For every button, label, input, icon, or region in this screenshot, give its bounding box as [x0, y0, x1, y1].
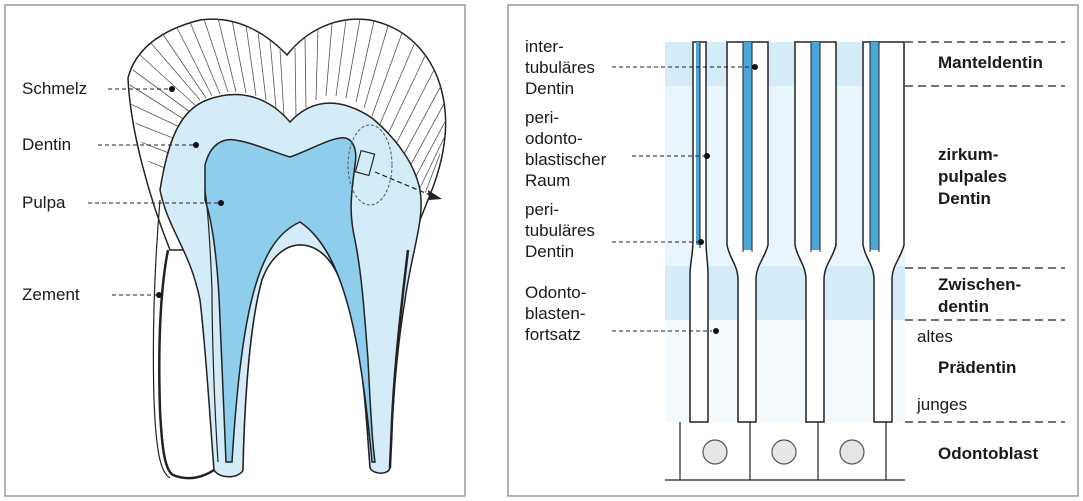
label-fortsatz-3: fortsatz [525, 325, 581, 344]
label-peritubulaer-3: Dentin [525, 242, 574, 261]
label-zirkumpulpal-1: zirkum- [938, 145, 998, 164]
label-zirkumpulpal-2: pulpales [938, 167, 1007, 186]
label-praedentin: Prädentin [938, 358, 1016, 377]
tubule-1 [690, 42, 708, 422]
dot-fortsatz [713, 328, 719, 334]
label-periodonto-2: odonto- [525, 129, 583, 148]
label-zwischendentin-2: dentin [938, 297, 989, 316]
label-zement: Zement [22, 285, 80, 304]
dot-zement [156, 292, 162, 298]
label-peritubulaer-2: tubuläres [525, 221, 595, 240]
odontoblast-nucleus-3 [840, 440, 864, 464]
odontoblast-nucleus-2 [772, 440, 796, 464]
label-junges: junges [916, 395, 967, 414]
dot-pulpa [218, 200, 224, 206]
label-altes: altes [917, 327, 953, 346]
label-fortsatz-2: blasten- [525, 304, 585, 323]
odontoblast-nucleus-1 [703, 440, 727, 464]
dot-intertubulaer [752, 64, 758, 70]
label-periodonto-3: blastischer [525, 150, 607, 169]
dot-peritubulaer [698, 239, 704, 245]
label-schmelz: Schmelz [22, 79, 87, 98]
label-intertubulaer-2: tubuläres [525, 58, 595, 77]
label-dentin: Dentin [22, 135, 71, 154]
label-peritubulaer-1: peri- [525, 200, 559, 219]
label-fortsatz-1: Odonto- [525, 283, 586, 302]
label-manteldentin: Manteldentin [938, 53, 1043, 72]
label-zwischendentin-1: Zwischen- [938, 275, 1021, 294]
label-intertubulaer-1: inter- [525, 37, 564, 56]
label-periodonto-4: Raum [525, 171, 570, 190]
dot-schmelz [169, 86, 175, 92]
dot-dentin [193, 142, 199, 148]
label-periodonto-1: peri- [525, 108, 559, 127]
label-pulpa: Pulpa [22, 193, 66, 212]
label-intertubulaer-3: Dentin [525, 79, 574, 98]
label-odontoblast: Odontoblast [938, 444, 1038, 463]
dot-periodonto [704, 153, 710, 159]
label-zirkumpulpal-3: Dentin [938, 189, 991, 208]
